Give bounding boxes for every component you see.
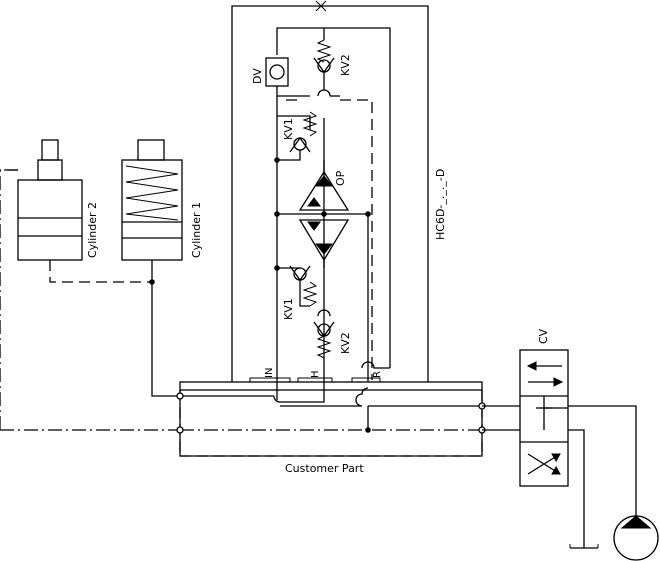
kv2-top-valve: KV2 — [313, 28, 352, 97]
kv2-bottom-label: KV2 — [339, 332, 352, 354]
customer-part-label: Customer Part — [285, 462, 364, 475]
valve-block — [231, 0, 429, 382]
kv2-bottom-valve: KV2 — [313, 309, 352, 359]
cylinder-2-rod — [41, 139, 59, 161]
cylinder-1-rod — [137, 139, 165, 161]
pump — [613, 515, 659, 561]
dv-label: DV — [251, 68, 264, 84]
port-in-stub — [249, 377, 291, 383]
port-r-stub — [351, 377, 381, 383]
cylinder-1: Cylinder 1 — [121, 139, 203, 285]
port-h-label: H — [310, 370, 321, 378]
cylinder-1-spring — [125, 165, 179, 221]
kv2-top-label: KV2 — [339, 54, 352, 76]
pump-tank-lines — [568, 405, 637, 549]
customer-part-block: Customer Part — [179, 377, 483, 475]
cylinder-1-label: Cylinder 1 — [190, 202, 203, 258]
kv1-bottom-label: KV1 — [282, 298, 295, 320]
top-cross-marker — [315, 0, 327, 12]
kv1-bottom-valve: KV1 — [274, 265, 318, 320]
cylinder-2-label: Cylinder 2 — [86, 202, 99, 258]
port-r-label: R — [372, 371, 383, 378]
customer-lines — [0, 118, 520, 434]
dv-valve: DV — [251, 57, 310, 97]
op-label: OP — [334, 170, 347, 186]
op-valve: OP — [274, 160, 371, 268]
hc6d-label: HC6D-_._._-D — [434, 169, 447, 240]
cv-valve: CV — [519, 328, 569, 487]
kv1-top-label: KV1 — [282, 118, 295, 140]
cylinder-2: Cylinder 2 — [0, 139, 152, 430]
cv-label: CV — [537, 328, 550, 344]
kv1-top-valve: KV1 — [274, 96, 318, 400]
port-h-stub — [297, 377, 333, 383]
port-in-label: IN — [264, 368, 275, 378]
